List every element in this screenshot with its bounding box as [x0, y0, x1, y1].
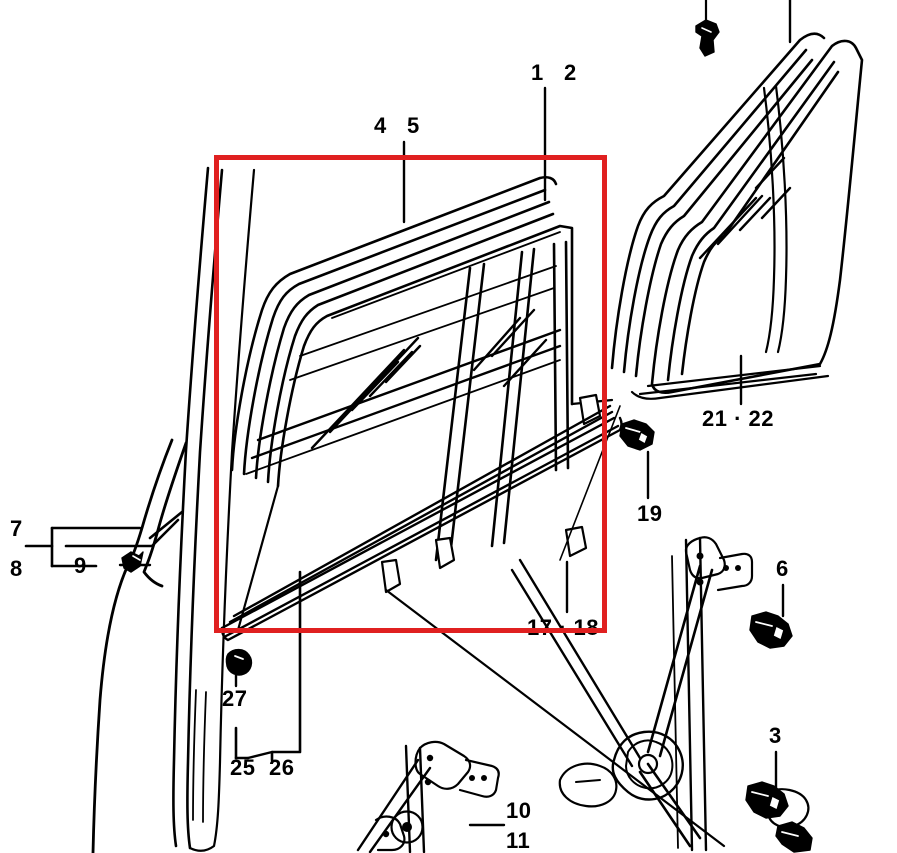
- callout-label-17-18: 17 · 18: [527, 615, 599, 640]
- callout-label-21-22: 21 · 22: [702, 406, 774, 431]
- door-window-glass-right: [610, 32, 864, 400]
- bolt-3: [745, 781, 789, 819]
- callout-label-11: 11: [506, 828, 531, 853]
- callout-label-3: 3: [769, 723, 782, 748]
- belt-molding-weatherstrip: [220, 404, 623, 642]
- grommet-27: [225, 648, 253, 676]
- glass-clip: [380, 393, 602, 594]
- run-channel: [172, 166, 256, 852]
- callout-label-26: 26: [269, 755, 295, 780]
- clip-9: [121, 551, 144, 573]
- callout-label-6: 6: [776, 556, 789, 581]
- window-regulator: [356, 536, 810, 853]
- callout-label-5: 5: [407, 113, 420, 138]
- callout-label-7: 7: [10, 516, 23, 541]
- callout-label-9: 9: [74, 553, 87, 578]
- callout-label-25: 25: [230, 755, 256, 780]
- assembly-reference-line-2: [559, 405, 621, 561]
- bolt-lower: [775, 821, 813, 853]
- bolt-top: [695, 19, 720, 57]
- callout-label-10: 10: [506, 798, 532, 823]
- callout-label-2: 2: [564, 60, 577, 85]
- regulator-pivot-bracket: [374, 810, 424, 852]
- callout-label-8: 8: [10, 556, 23, 581]
- bolt-19: [619, 419, 655, 451]
- callout-leaders: [234, 0, 792, 827]
- door-outer-panel-outline: [91, 438, 188, 853]
- bracket-25-26: [234, 570, 302, 762]
- callout-label-1: 1: [531, 60, 544, 85]
- bolt-6: [749, 611, 793, 649]
- callout-label-27: 27: [222, 686, 248, 711]
- door-window-glass-left: [230, 175, 614, 632]
- callout-label-4: 4: [374, 113, 387, 138]
- bracket-7-8: [24, 526, 142, 568]
- callout-label-19: 19: [637, 501, 663, 526]
- regulator-gear: [558, 730, 684, 808]
